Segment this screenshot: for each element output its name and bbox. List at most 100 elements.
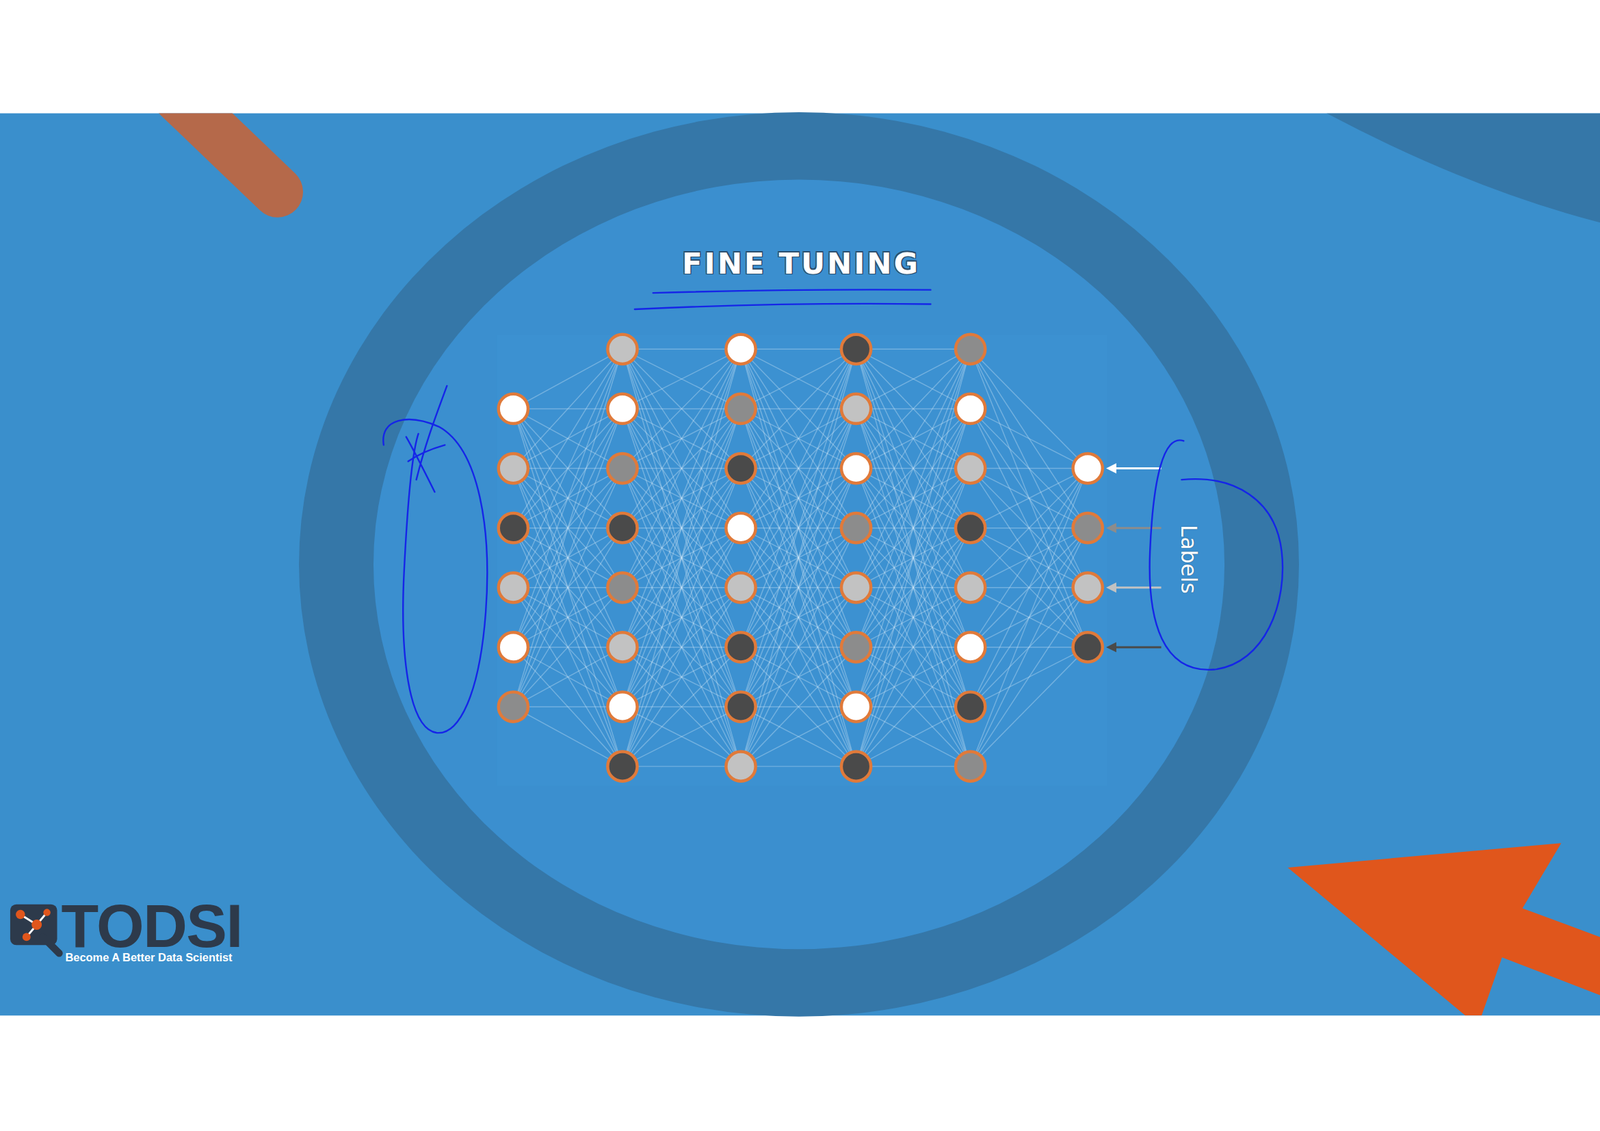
neuron — [955, 751, 986, 781]
network-link — [740, 348, 857, 587]
neuron — [498, 572, 529, 602]
network-link — [622, 348, 741, 587]
network-link — [513, 348, 623, 587]
network-link — [622, 408, 741, 767]
neuron — [955, 394, 986, 424]
network-link — [856, 348, 971, 468]
neuron — [841, 572, 871, 602]
network-link — [622, 348, 741, 409]
network-link — [970, 408, 1089, 468]
network-link — [740, 348, 857, 587]
network-link — [970, 348, 1089, 468]
neuron — [1073, 572, 1103, 602]
network-link — [740, 706, 857, 767]
network-link — [513, 348, 623, 468]
network-link — [740, 587, 857, 767]
network-link — [970, 587, 1089, 767]
neuron — [725, 453, 756, 483]
network-link — [622, 348, 741, 648]
neuron — [607, 632, 637, 662]
network-link — [856, 408, 971, 767]
network-link — [856, 348, 971, 707]
neuron — [841, 632, 871, 662]
network-link — [970, 647, 1089, 767]
neuron — [607, 751, 637, 781]
network-link — [622, 706, 741, 767]
neuron — [955, 691, 986, 721]
network-link — [622, 468, 741, 767]
network-link — [856, 647, 971, 767]
network-link — [740, 528, 857, 767]
neuron — [498, 691, 529, 721]
hand-ellipse — [1149, 439, 1283, 670]
network-link — [513, 468, 623, 767]
network-link — [622, 348, 741, 468]
neuron — [498, 394, 529, 424]
network-link — [513, 647, 623, 707]
network-link — [513, 528, 623, 707]
network-link — [856, 528, 971, 767]
neuron — [607, 691, 637, 721]
network-link — [740, 348, 857, 707]
hand-scribble — [406, 385, 448, 492]
network-link — [970, 468, 1089, 767]
neuron — [841, 453, 871, 483]
neuron — [841, 691, 871, 721]
label-arrow — [1112, 586, 1162, 589]
network-link — [740, 468, 857, 767]
network-link — [740, 348, 857, 767]
network-link — [513, 528, 623, 767]
network-link — [856, 348, 971, 587]
network-link — [622, 528, 741, 767]
label-arrows — [1106, 463, 1162, 652]
network-link — [856, 348, 971, 409]
network-link — [970, 348, 1089, 587]
neuron — [725, 513, 756, 543]
neuron — [1073, 453, 1103, 483]
arrowhead — [1106, 641, 1117, 652]
side-label-holder: Labels — [1176, 524, 1202, 594]
neuron — [725, 751, 756, 781]
network-link — [856, 348, 971, 528]
network-link — [740, 348, 857, 468]
network-link — [740, 408, 857, 767]
network-link — [622, 468, 741, 767]
logo-icon — [10, 904, 60, 954]
diagram-title: FINE TUNING — [682, 246, 921, 282]
network-links — [513, 348, 1088, 767]
network-link — [740, 587, 857, 767]
network-link — [970, 528, 1089, 767]
network-link — [856, 348, 971, 528]
network-panel — [496, 334, 1107, 786]
neurons — [498, 334, 1103, 782]
network-link — [970, 348, 1089, 648]
network-link — [970, 408, 1089, 528]
neuron — [607, 513, 637, 543]
network-link — [622, 348, 741, 707]
network-link — [970, 468, 1089, 529]
neuron — [725, 334, 756, 364]
label-arrow — [1112, 645, 1162, 648]
network-link — [513, 348, 623, 707]
network-link — [740, 468, 857, 767]
neuron — [1073, 513, 1103, 543]
neuron — [607, 572, 637, 602]
network-link — [740, 348, 857, 648]
neuron — [1073, 632, 1103, 662]
network-link — [856, 348, 971, 409]
decor-arrow — [1288, 842, 1600, 1016]
hand-annotations — [383, 289, 1283, 733]
network-link — [513, 468, 623, 707]
logo-wordmark-holder: TODSI — [61, 896, 243, 958]
network-link — [740, 348, 857, 767]
network-link — [740, 408, 857, 767]
network-link — [740, 348, 857, 350]
network-link — [622, 348, 741, 587]
network-link — [622, 765, 741, 767]
neuron — [841, 751, 871, 781]
network-link — [622, 587, 741, 767]
network-link — [740, 348, 857, 528]
network-link — [970, 348, 1089, 528]
label-arrow — [1112, 467, 1162, 470]
